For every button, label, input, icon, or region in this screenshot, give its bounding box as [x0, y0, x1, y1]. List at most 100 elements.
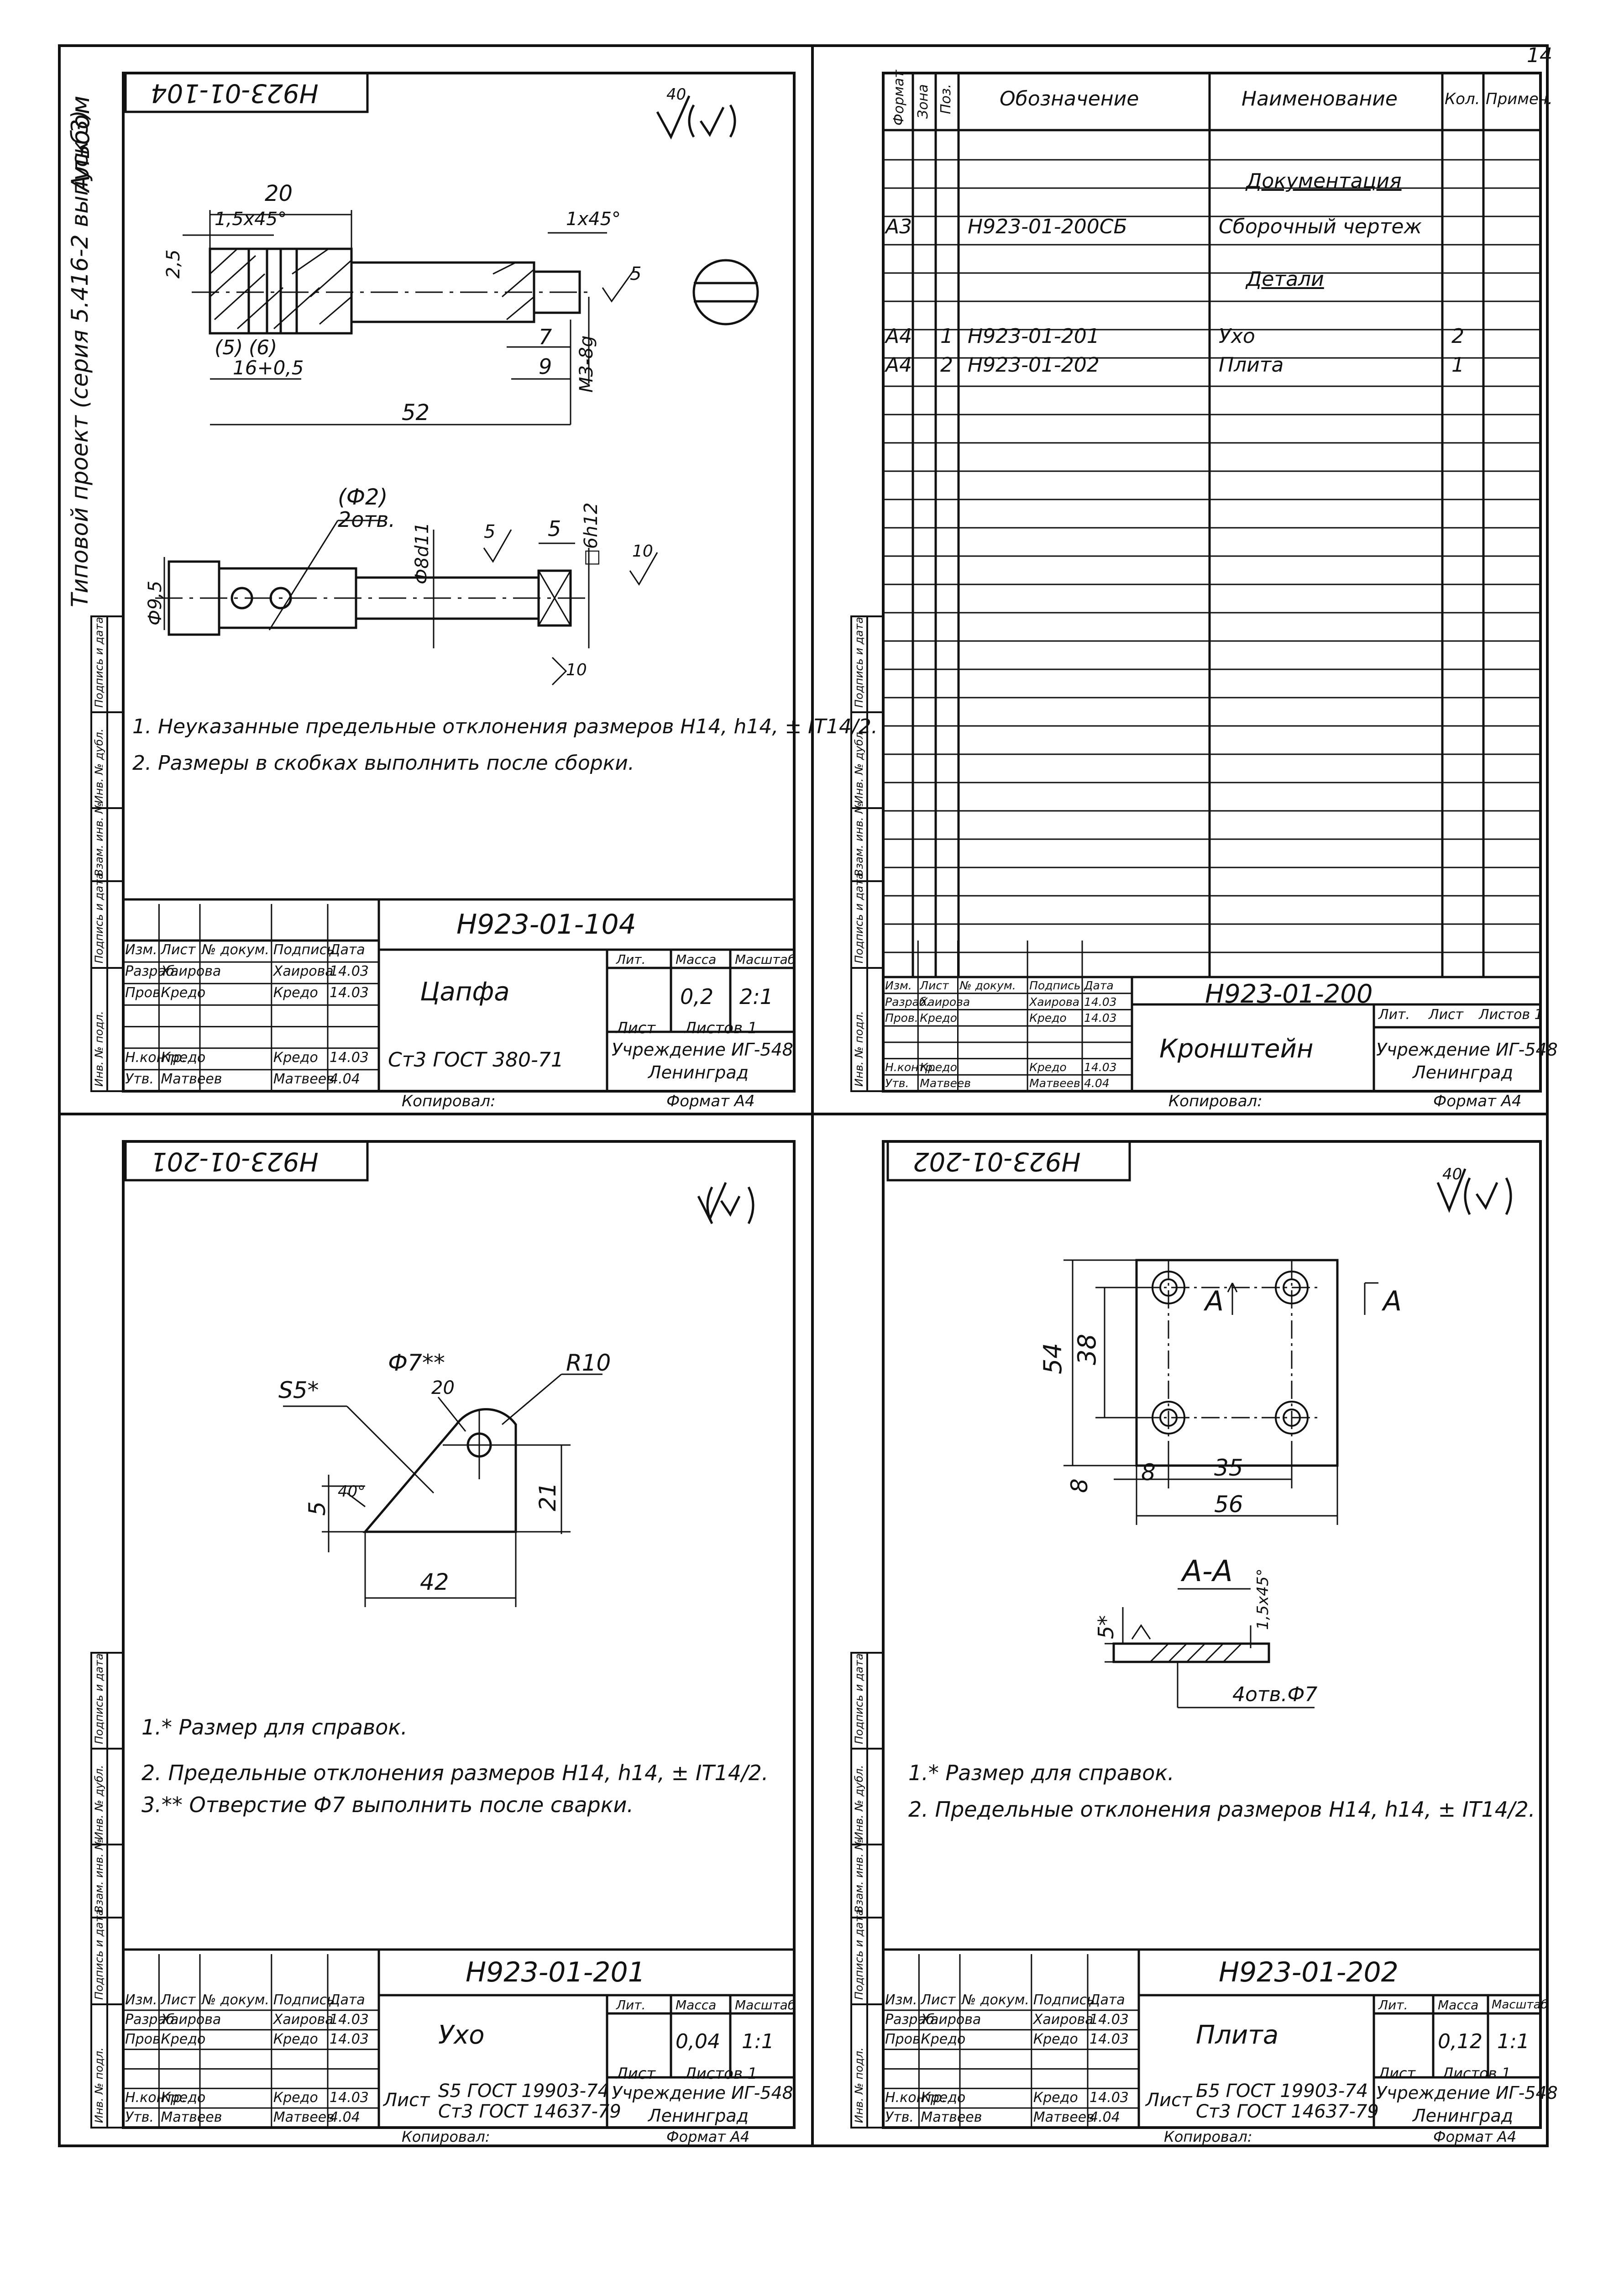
tb201-sign-cell: Изм.: [125, 1992, 157, 2008]
side-strip-label: Инв. № дубл.: [93, 728, 105, 804]
side-strip-left: [90, 615, 884, 2129]
note-104-1: 1. Неуказанные предельные отклонения раз…: [132, 715, 878, 738]
hdr-pos: Поз.: [938, 84, 954, 114]
tb201-masshtab: Масштаб: [735, 1997, 796, 2013]
side-strip-label: Взам. инв. №: [93, 1839, 105, 1913]
dim-5: (5): [215, 336, 243, 359]
dim-42: 42: [420, 1569, 449, 1595]
hdr-format: Формат: [891, 70, 907, 126]
dim-thread: М3-8g: [576, 335, 597, 393]
tb104-sign-cell: 14.03: [330, 963, 369, 980]
dim-r20: 20: [431, 1377, 455, 1398]
tb200-sign-cell: 4.04: [1084, 1077, 1110, 1090]
tb104-sign-cell: № докум.: [202, 942, 269, 958]
side-strip-label: Взам. инв. №: [853, 802, 865, 877]
tb200-format: Формат А4: [1433, 1092, 1522, 1110]
dim-20: 20: [265, 181, 293, 206]
tb200-sign-cell: Пров.: [885, 1011, 918, 1025]
tb200-sign-cell: Дата: [1084, 979, 1114, 992]
tb104-sign-cell: Кредо: [273, 985, 318, 1001]
tb201-sign-cell: Разраб.: [125, 2011, 179, 2028]
tb200-sign-cell: Лист: [920, 979, 949, 992]
tb202-list: Лист: [1378, 2065, 1416, 2082]
dim-phi95: Ф9,5: [145, 580, 166, 625]
tb200-sign-cell: 14.03: [1084, 995, 1117, 1009]
spec-cell-pos: 2: [940, 353, 953, 377]
tb104-masshtab: Масштаб: [735, 952, 796, 967]
dim-56: 56: [1214, 1491, 1243, 1518]
tb104-sign-cell: Подпись: [273, 942, 335, 958]
tb201-lit: Лит.: [616, 1997, 646, 2013]
hdr-qty: Кол.: [1445, 90, 1480, 108]
sheet-201-part-view: [283, 1182, 754, 1607]
side-strip-label: Подпись и дата: [853, 872, 865, 963]
tb104-sign-cell: Лист: [161, 942, 196, 958]
tb200-sign-cell: Кредо: [920, 1011, 957, 1025]
tb200-sign-cell: 14.03: [1084, 1011, 1117, 1025]
tb202-sign-cell: Хаирова: [1033, 2011, 1094, 2028]
side-strip-label: Инв. № дубл.: [93, 1765, 105, 1840]
tb200-sign-cell: Матвеев: [1029, 1077, 1080, 1090]
tb200-sign-cell: Кредо: [920, 1060, 957, 1074]
tb202-sign-cell: Матвеев: [921, 2109, 982, 2126]
tb200-sign-cell: № докум.: [959, 979, 1016, 992]
tb201-sign-cell: Кредо: [273, 2031, 318, 2047]
tb201-scale: 1:1: [742, 2030, 774, 2053]
tb202-mass: 0,12: [1438, 2030, 1483, 2053]
tb200-sign-cell: Кредо: [1029, 1011, 1067, 1025]
tb201-copied: Копировал:: [402, 2128, 490, 2145]
tb201-sign-cell: 14.03: [330, 2031, 369, 2047]
tb200-sign-cell: Разраб.: [885, 995, 930, 1009]
tb202-sign-cell: Разраб.: [885, 2011, 939, 2028]
dim-6: (6): [249, 336, 278, 359]
dim-7: 7: [539, 325, 552, 349]
tb202-sign-cell: Дата: [1090, 1992, 1125, 2008]
tb202-sign-cell: № докум.: [962, 1992, 1029, 2008]
tb202-sign-cell: Н.контр.: [885, 2090, 947, 2106]
dim-38: 38: [1073, 1334, 1101, 1365]
sheet-202-part-view: [1063, 1168, 1512, 1708]
side-strip-label: Взам. инв. №: [93, 802, 105, 877]
tb201-sign-cell: 14.03: [330, 2011, 369, 2028]
rough-10b: 10: [566, 661, 587, 679]
dim-40deg: 40°: [338, 1482, 366, 1501]
dim-9: 9: [539, 354, 552, 379]
tb104-sign-cell: Матвеев: [161, 1071, 222, 1087]
dim-21: 21: [534, 1482, 561, 1511]
tb202-sign-cell: Матвеев: [1033, 2109, 1095, 2126]
dim-2-5: 2,5: [163, 249, 184, 279]
tb200-sign-cell: Подпись: [1029, 979, 1081, 992]
side-strip-label: Взам. инв. №: [853, 1839, 865, 1913]
tb201-sign-cell: Дата: [330, 1992, 365, 2008]
dim-5-201: 5: [304, 1501, 330, 1516]
tb104-sign-cell: Кредо: [161, 1049, 206, 1066]
tb104-format: Формат А4: [666, 1092, 755, 1110]
tb202-sign-cell: Кредо: [1033, 2031, 1078, 2047]
tb201-sign-cell: Матвеев: [161, 2109, 222, 2126]
tb201-sign-cell: Лист: [161, 1992, 196, 2008]
spec-cell-fmt: А4: [885, 353, 912, 377]
tb201-sign-cell: № докум.: [202, 1992, 269, 2008]
tb202-sign-cell: 14.03: [1090, 2011, 1129, 2028]
tb200-sign-cell: Матвеев: [920, 1077, 971, 1090]
tb201-sign-cell: Утв.: [125, 2109, 154, 2126]
tb202-code: Н923-01-202: [1219, 1956, 1399, 1988]
tb104-sign-cell: Матвеев: [273, 1071, 335, 1087]
tb104-material: Ст3 ГОСТ 380-71: [388, 1048, 564, 1072]
side-strip-label: Инв. № дубл.: [853, 728, 865, 804]
tb104-lit: Лит.: [616, 952, 646, 967]
sheet-202-flipped-code: Н923-01-202: [913, 1146, 1081, 1176]
tb104-sign-cell: Кредо: [161, 985, 206, 1001]
tb104-list: Лист: [616, 1019, 656, 1037]
tb104-sign-cell: Хаирова: [161, 963, 221, 980]
tb202-listov: Листов 1: [1442, 2065, 1511, 2082]
dim-chamfer2: 1x45°: [566, 209, 621, 230]
tb200-sign-cell: Кредо: [1029, 1060, 1067, 1074]
tb104-sign-cell: Дата: [330, 942, 365, 958]
section-a-left: А: [1205, 1285, 1224, 1317]
tb201-mass: 0,04: [676, 2030, 720, 2053]
dim-s5: S5*: [278, 1377, 319, 1403]
tb200-name: Кронштейн: [1159, 1034, 1314, 1064]
dim-phi2: (Ф2): [338, 484, 388, 510]
